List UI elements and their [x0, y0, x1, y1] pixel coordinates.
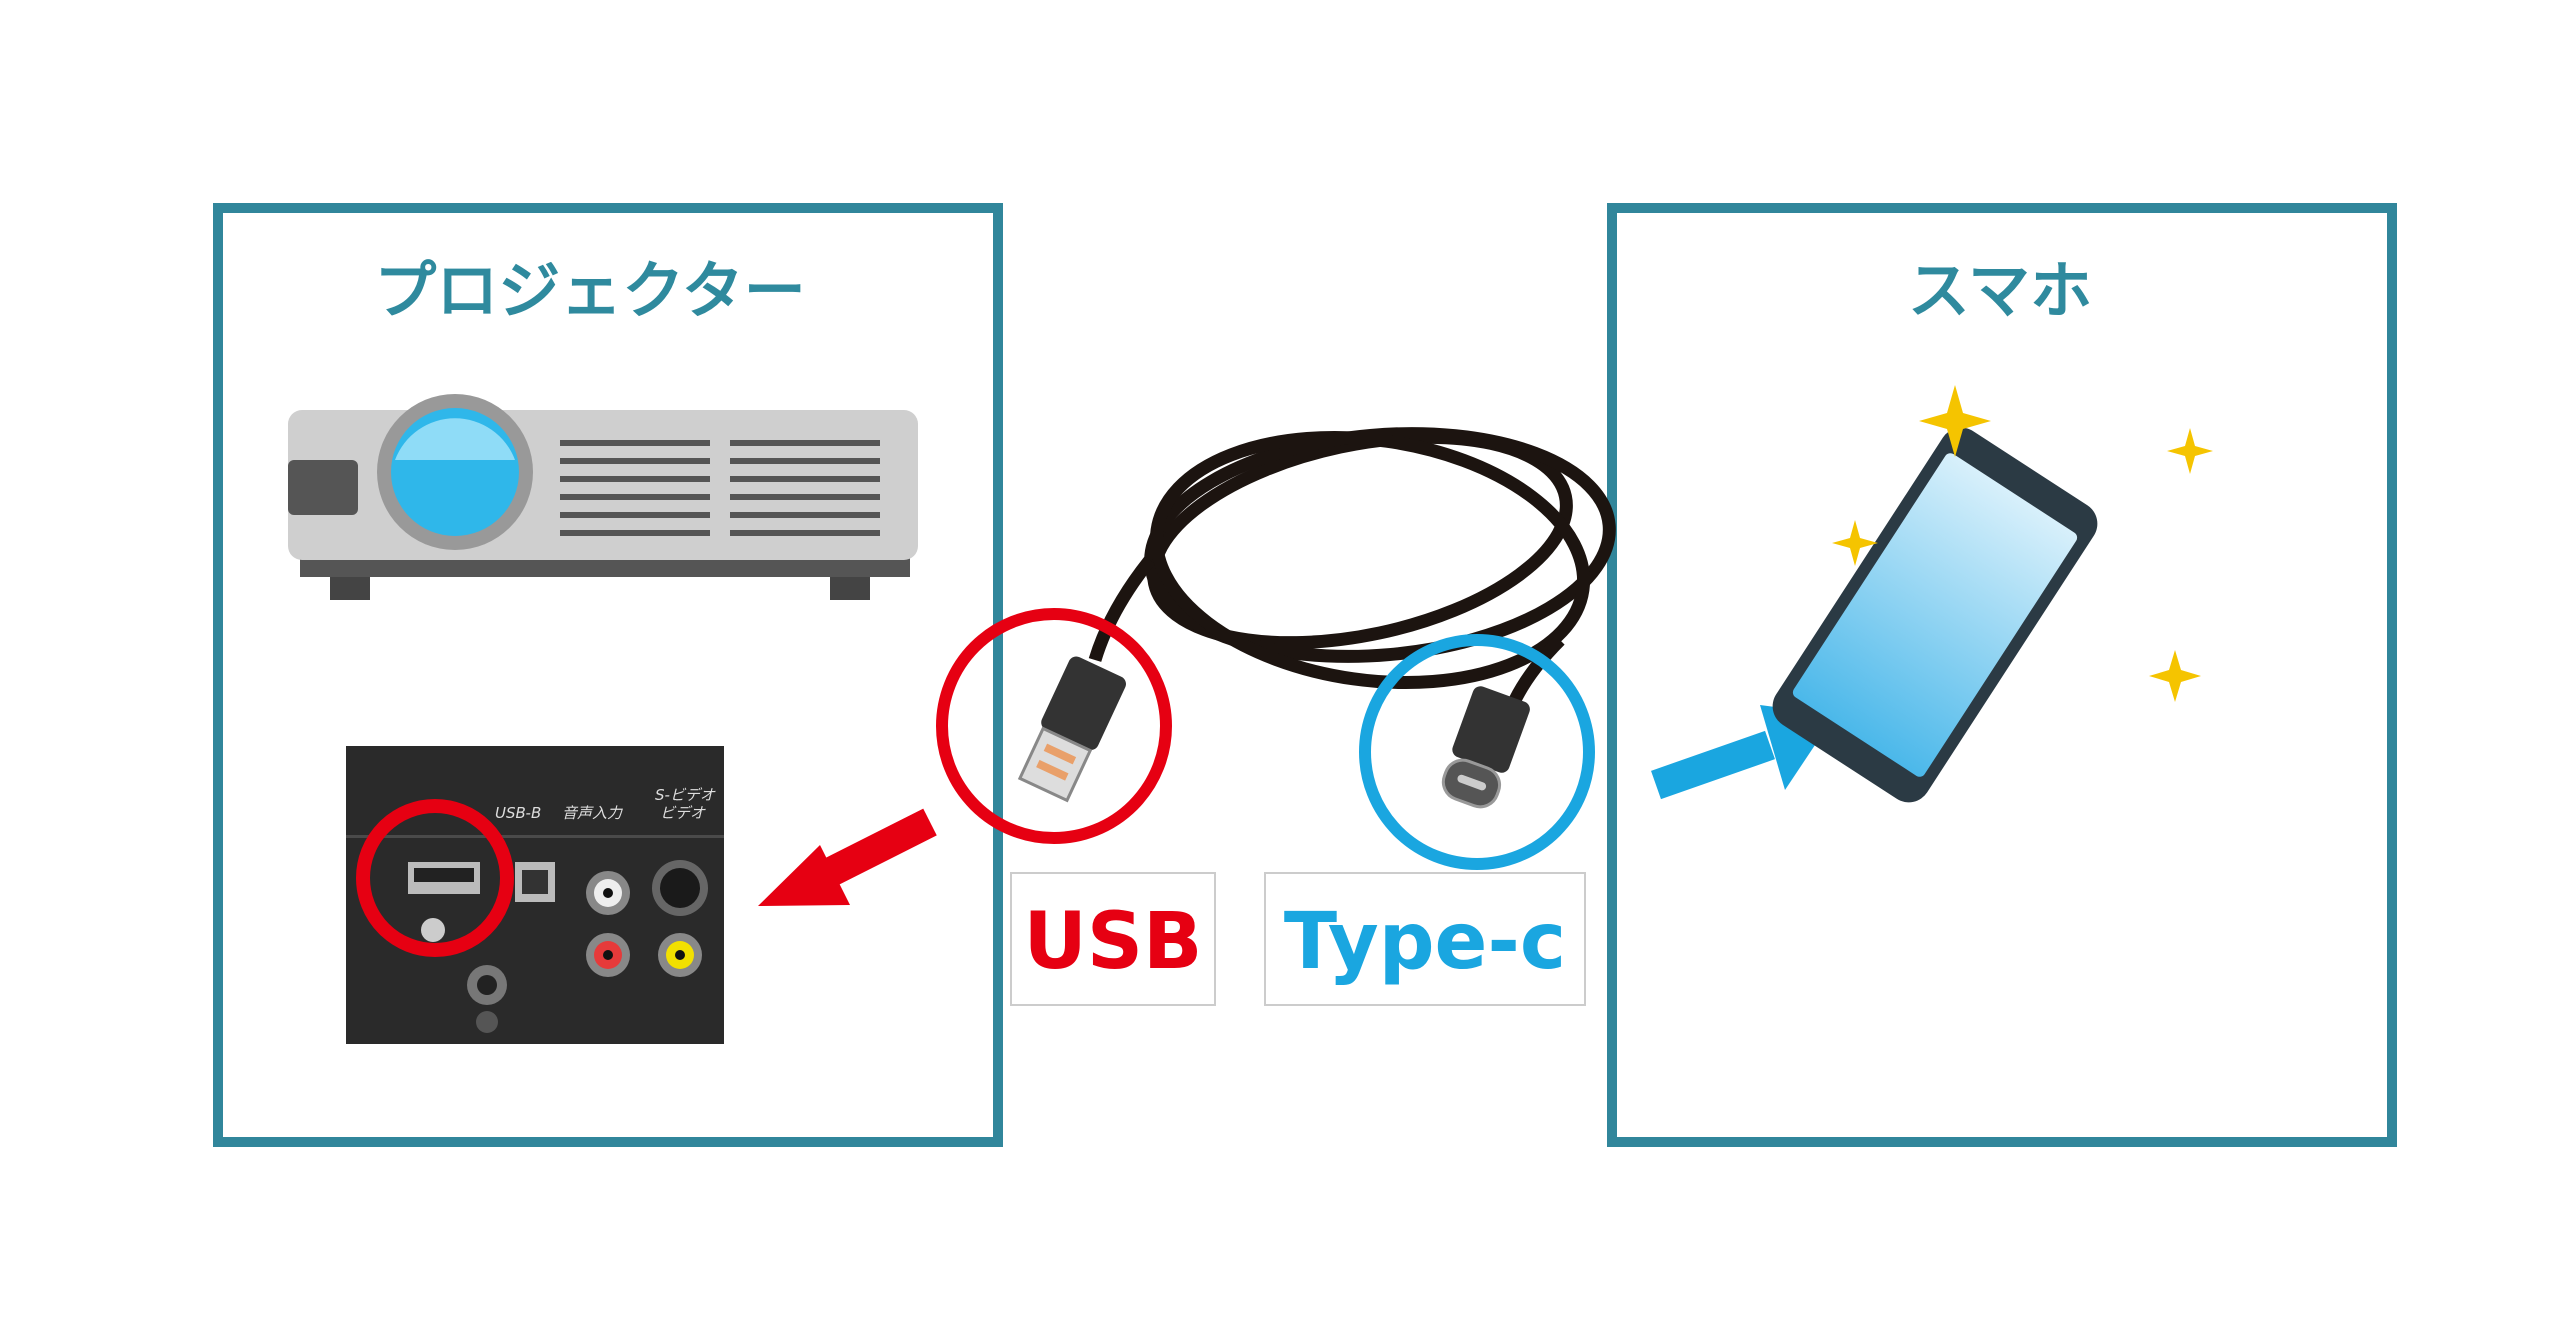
red-arrow-icon [758, 808, 937, 906]
type-c-label-box [1264, 872, 1586, 1006]
port-label: ビデオ [660, 804, 706, 822]
projector-panel [213, 203, 1003, 1147]
sparkle-icon [1832, 385, 2213, 702]
smartphone-icon [1772, 427, 2098, 803]
port-label: USB-B [495, 804, 541, 822]
type-c-label: Type-c [1284, 897, 1566, 987]
smartphone-panel [1607, 203, 2397, 1147]
usb-c-connector-icon [1441, 686, 1530, 809]
smartphone-title: スマホ [1908, 254, 2092, 327]
usb-port-highlight [356, 799, 514, 957]
port-label: S-ビデオ [655, 786, 716, 804]
usb-cable-icon [1088, 427, 1616, 703]
usb-label-box [1010, 872, 1216, 1006]
projector-icon [288, 394, 918, 600]
usb-highlight-circle [936, 608, 1172, 844]
port-label: 音声入力 [562, 804, 623, 822]
usb-a-connector-icon [1017, 656, 1126, 803]
projector-title: プロジェクター [374, 254, 806, 327]
usb-label: USB [1024, 897, 1203, 987]
type-c-highlight-circle [1359, 634, 1595, 870]
projector-ports-photo: USB-B 音声入力 S-ビデオ ビデオ [346, 746, 724, 1044]
